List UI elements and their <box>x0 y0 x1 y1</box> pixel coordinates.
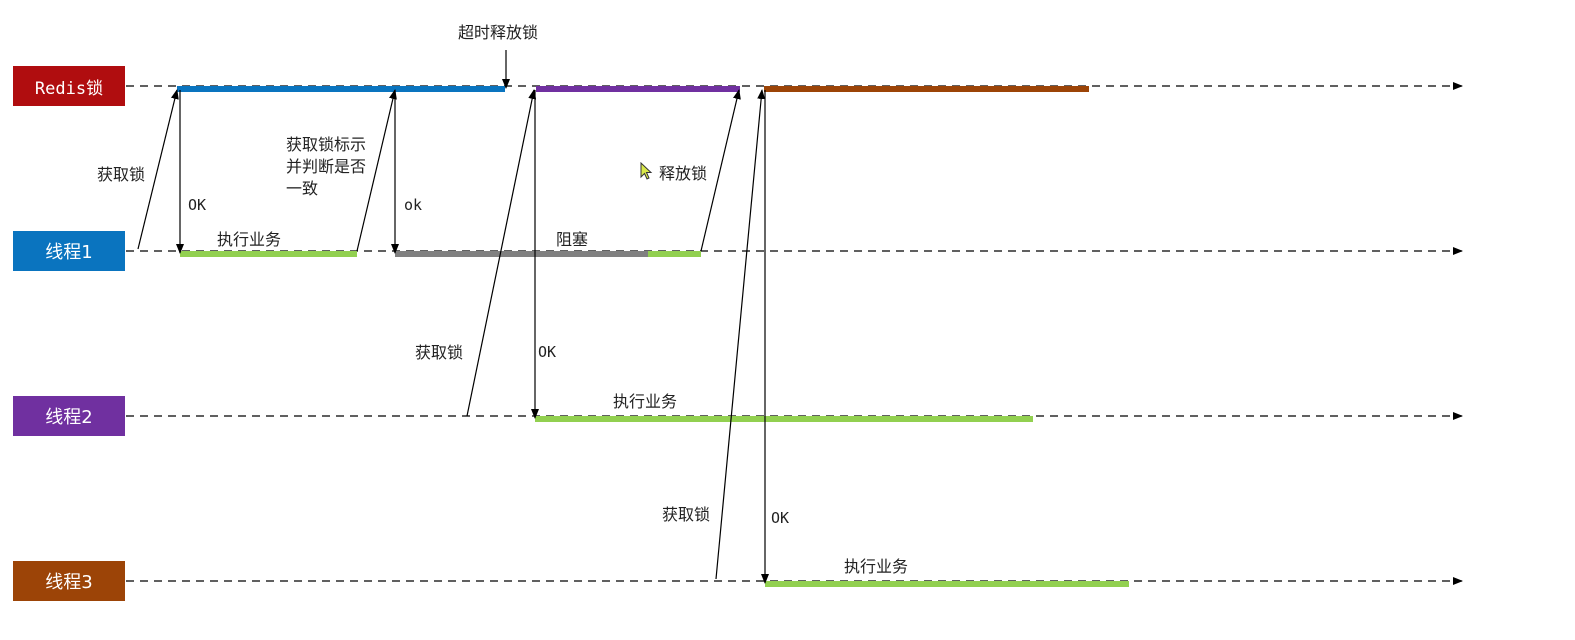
thread1-release-label: 释放锁 <box>659 164 708 183</box>
thread1-check-label-line3: 一致 <box>286 179 319 198</box>
thread2-ok-label: OK <box>538 343 557 361</box>
thread3-execute-label: 执行业务 <box>844 557 909 576</box>
thread1-release-arrow <box>700 89 741 252</box>
thread1-lane-label: 线程1 <box>13 231 125 271</box>
thread1-ok-label: OK <box>188 196 207 214</box>
thread2-acquire-arrow <box>466 89 537 417</box>
thread3-acquire-arrow <box>715 89 766 580</box>
thread1-check-label-line1: 获取锁标示 <box>286 135 367 154</box>
thread3-lane-label: 线程3 <box>13 561 125 601</box>
thread1-blocked-label: 阻塞 <box>556 230 589 249</box>
thread1-acquire-arrow <box>137 89 179 250</box>
thread1-check-label-line2: 并判断是否 <box>286 157 367 176</box>
mouse-pointer-icon <box>640 162 653 180</box>
thread1-ok2-label: ok <box>404 196 423 214</box>
timeout-release-label: 超时释放锁 <box>458 23 539 42</box>
thread1-acquire-label: 获取锁 <box>97 165 146 184</box>
thread2-acquire-label: 获取锁 <box>415 343 464 362</box>
thread1-execute-label: 执行业务 <box>217 230 282 249</box>
redis-lock-lane-label: Redis锁 <box>13 66 125 106</box>
thread2-execute-label: 执行业务 <box>613 392 678 411</box>
thread3-acquire-label: 获取锁 <box>662 505 711 524</box>
thread3-ok-label: OK <box>771 509 790 527</box>
thread1-check-arrow <box>356 89 397 252</box>
thread2-lane-label: 线程2 <box>13 396 125 436</box>
